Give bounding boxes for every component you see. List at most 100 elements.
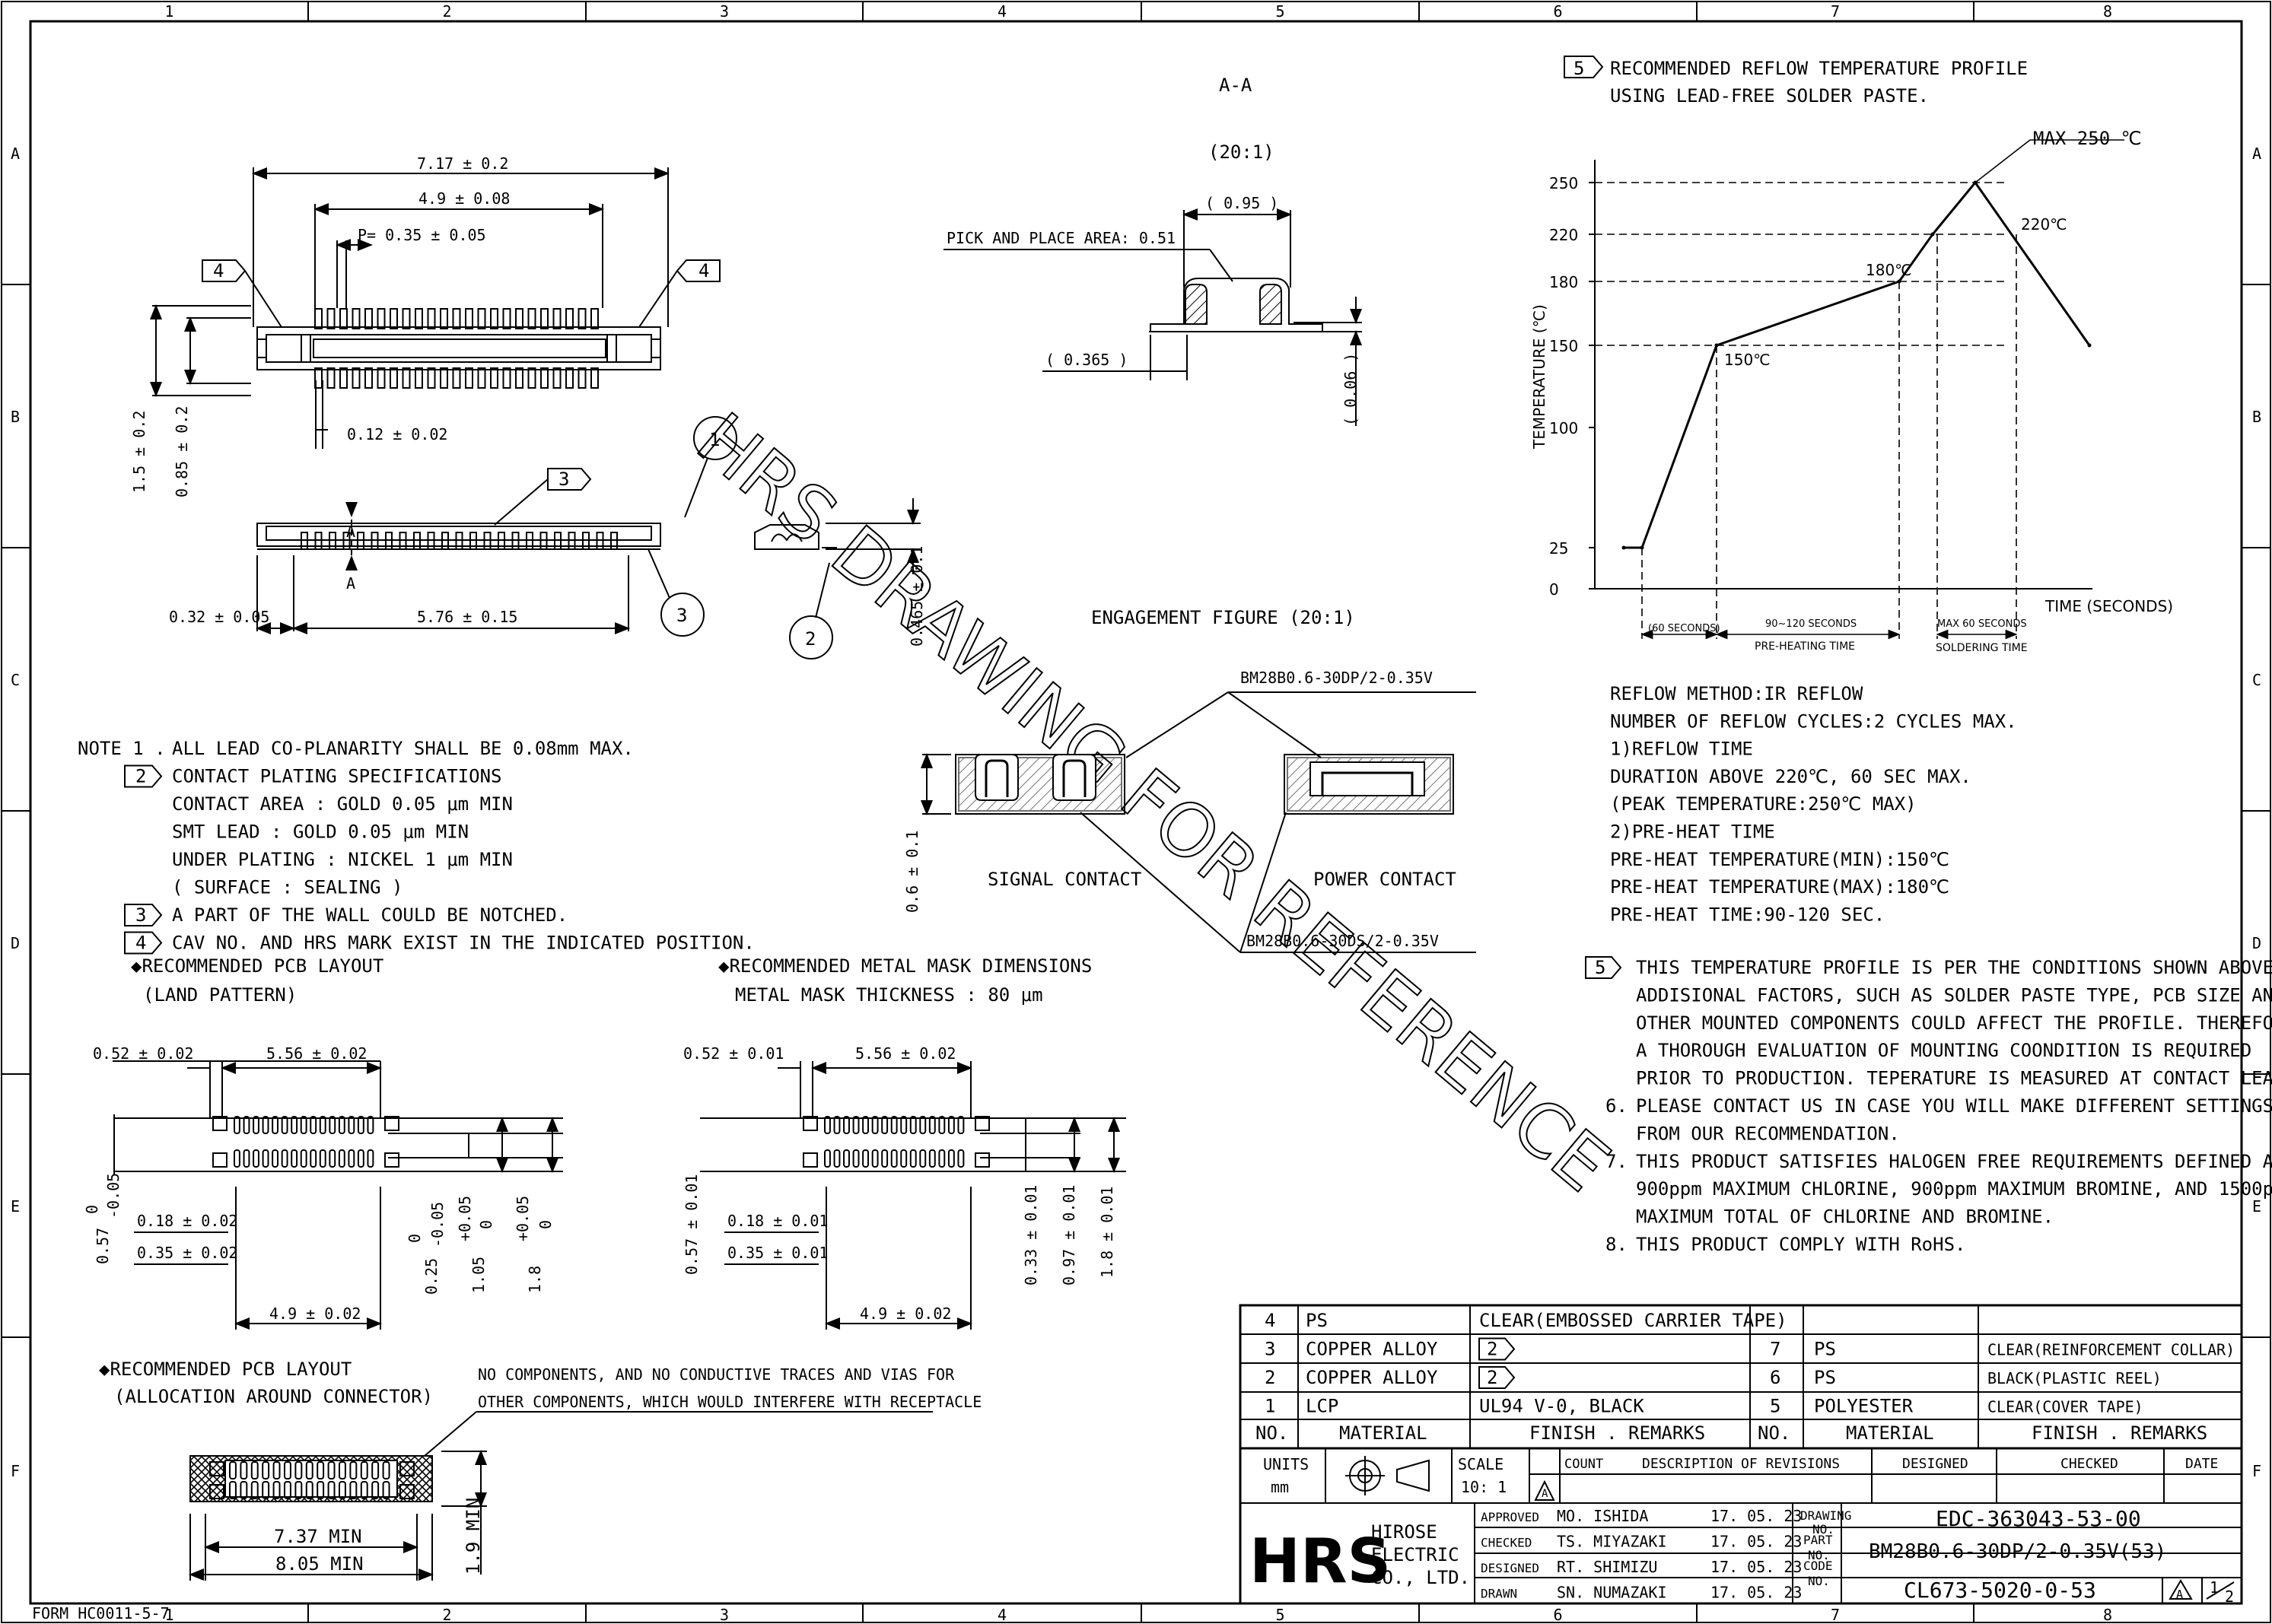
row-label-left: A	[11, 145, 20, 163]
sign-role: DRAWN	[1481, 1587, 1517, 1601]
note2-number: 8.	[1605, 1234, 1628, 1255]
scale-label: SCALE	[1458, 1455, 1504, 1473]
tag-3: 3	[558, 469, 569, 490]
reflow-span-sol: SOLDERING TIME	[1936, 642, 2028, 654]
units-label: UNITS	[1263, 1455, 1309, 1473]
col-label-top: 5	[1276, 2, 1285, 21]
bom-finish: CLEAR(EMBOSSED CARRIER TAPE)	[1479, 1310, 1787, 1331]
ytick-label: 0	[1549, 580, 1559, 599]
section-aa	[943, 208, 1362, 426]
col-label-bottom: 2	[443, 1606, 452, 1624]
drawing-label-2: NO.	[1812, 1522, 1834, 1537]
col-label-top: 1	[165, 2, 174, 21]
sign-name: RT. SHIMIZU	[1557, 1558, 1657, 1576]
company-logo: HRS	[1249, 1526, 1391, 1597]
ytick-label: 250	[1549, 174, 1578, 192]
bom-finish: UL94 V-0, BLACK	[1479, 1396, 1644, 1417]
power-contact-label: POWER CONTACT	[1313, 869, 1456, 890]
note-prefix: NOTE 1 .	[78, 738, 166, 759]
balloon-3: 3	[676, 605, 687, 626]
drawing-number: EDC-363043-53-00	[1936, 1506, 2141, 1531]
reflow-point	[1930, 232, 1935, 237]
pcb-alloc-subtitle: (ALLOCATION AROUND CONNECTOR)	[114, 1386, 433, 1407]
pcb-alloc-note-1: NO COMPONENTS, AND NO CONDUCTIVE TRACES …	[478, 1365, 955, 1384]
rev-symbol-small: A	[1542, 1488, 1548, 1500]
row-label-right: E	[2252, 1197, 2261, 1216]
rev-date: DATE	[2185, 1456, 2218, 1472]
col-label-top: 7	[1831, 2, 1840, 21]
bom-material: COPPER ALLOY	[1306, 1339, 1438, 1360]
section-title: A-A	[1219, 75, 1252, 96]
dim-land-v1-tol-b: -0.05	[428, 1202, 447, 1247]
col-label-bottom: 1	[165, 1606, 174, 1624]
row-label-left: D	[11, 934, 20, 952]
bom-no: 3	[1265, 1339, 1275, 1360]
bom-finish-2: CLEAR(REINFORCEMENT COLLAR)	[1987, 1341, 2235, 1359]
reflow-pt-150: 150℃	[1724, 351, 1771, 369]
bom-finish-2: CLEAR(COVER TAPE)	[1987, 1398, 2143, 1416]
reflow-point	[1621, 545, 1626, 550]
dim-land-v2: 1.05	[469, 1257, 488, 1293]
row-label-right: B	[2252, 408, 2261, 426]
company-name-2: ELECTRIC	[1371, 1544, 1459, 1565]
reflow-point	[1897, 279, 1901, 284]
dim-mask-v2: 0.97 ± 0.01	[1060, 1185, 1078, 1286]
section-scale: (20:1)	[1208, 141, 1274, 163]
reflow-condition-line: 2)PRE-HEAT TIME	[1610, 822, 1775, 843]
bom-finish-tag: 2	[1487, 1367, 1497, 1388]
sheet-number: 1	[2210, 1578, 2219, 1597]
dim-land-v3: 1.8	[526, 1266, 544, 1293]
rev-symbol: A	[2176, 1587, 2183, 1601]
engagement-part-bottom: BM28B0.6-30DS/2-0.35V	[1246, 932, 1439, 950]
dim-engagement-height: 0.6 ± 0.1	[903, 831, 921, 913]
sign-date: 17. 05. 23	[1710, 1558, 1802, 1576]
dim-mask-pad-length: 0.52 ± 0.01	[683, 1044, 784, 1063]
bom-no: 4	[1265, 1310, 1275, 1331]
reflow-xlabel: TIME (SECONDS)	[2044, 597, 2173, 615]
dim-mask-v3: 1.8 ± 0.01	[1098, 1187, 1116, 1278]
pick-area-label: PICK AND PLACE AREA: 0.51	[947, 229, 1176, 247]
reflow-curve	[1624, 180, 2091, 549]
dim-land-pitch: 0.35 ± 0.02	[137, 1244, 237, 1262]
drawing-label-1: DRAWING	[1800, 1508, 1851, 1523]
sign-date: 17. 05. 23	[1710, 1533, 1802, 1551]
bom-material-2: POLYESTER	[1814, 1396, 1914, 1417]
bom-hdr-no: NO.	[1255, 1422, 1288, 1444]
dim-mask-pitch: 0.35 ± 0.01	[727, 1244, 828, 1262]
reflow-tag: 5	[1574, 58, 1584, 79]
dim-alloc-outer: 8.05 MIN	[275, 1553, 364, 1575]
row-label-right: C	[2252, 671, 2261, 689]
row-label-left: E	[11, 1197, 20, 1216]
bom-no: 1	[1265, 1396, 1275, 1417]
dim-alloc-height: 1.9 MIN	[463, 1498, 484, 1575]
note2-line: THIS TEMPERATURE PROFILE IS PER THE COND…	[1636, 957, 2272, 978]
dim-mask-pad-width: 0.18 ± 0.01	[727, 1212, 828, 1230]
ytick-label: 180	[1549, 273, 1578, 291]
col-label-bottom: 5	[1276, 1606, 1285, 1624]
scale-value: 10: 1	[1461, 1478, 1507, 1496]
reflow-span-90: 90~120 SECONDS	[1765, 618, 1857, 630]
note-line: CONTACT AREA : GOLD 0.05 μm MIN	[172, 793, 513, 815]
reflow-condition-line: REFLOW METHOD:IR REFLOW	[1610, 683, 1863, 704]
note2-line: FROM OUR RECOMMENDATION.	[1636, 1123, 1900, 1144]
note-tag: 2	[135, 766, 146, 787]
part-label-2: NO.	[1808, 1548, 1830, 1562]
note2-tag: 5	[1595, 957, 1605, 978]
col-label-bottom: 4	[998, 1606, 1007, 1624]
col-label-top: 2	[443, 2, 452, 21]
note2-line: MAXIMUM TOTAL OF CHLORINE AND BROMINE.	[1636, 1206, 2054, 1228]
dim-land-v1-tol-a: 0	[406, 1234, 424, 1243]
dim-overall-length: 7.17 ± 0.2	[417, 154, 508, 173]
note2-line: THIS PRODUCT COMPLY WITH RoHS.	[1636, 1234, 1965, 1255]
dim-land-v3-tol-b: 0	[536, 1220, 555, 1229]
reflow-ylabel: TEMPERATURE (℃)	[1530, 304, 1548, 450]
bom-material: COPPER ALLOY	[1306, 1367, 1438, 1388]
pcb-alloc-title: ◆RECOMMENDED PCB LAYOUT	[99, 1359, 352, 1380]
ytick-label: 150	[1549, 337, 1578, 355]
note2-line: 900ppm MAXIMUM CHLORINE, 900ppm MAXIMUM …	[1636, 1178, 2272, 1200]
bom-hdr-material: MATERIAL	[1339, 1422, 1427, 1444]
row-label-left: F	[11, 1462, 20, 1480]
reflow-point	[1714, 343, 1719, 348]
